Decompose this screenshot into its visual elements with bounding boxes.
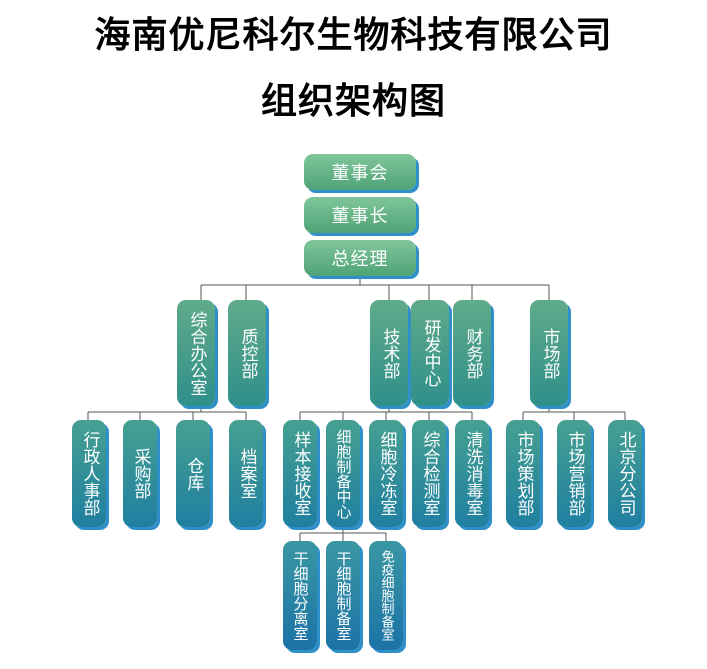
company-title: 海南优尼科尔生物科技有限公司 bbox=[94, 15, 613, 56]
node-beijing-branch: 北京分公司 bbox=[608, 420, 642, 527]
node-cell-cryo-room: 细胞冷冻室 bbox=[369, 420, 403, 527]
node-purchasing: 采购部 bbox=[123, 420, 157, 527]
node-chairman: 董事长 bbox=[304, 197, 416, 233]
node-sample-reception: 样本接收室 bbox=[283, 420, 317, 527]
node-market-sales: 市场营销部 bbox=[557, 420, 591, 527]
node-quality-control: 质控部 bbox=[228, 300, 266, 406]
node-rnd-center: 研发中心 bbox=[411, 300, 449, 406]
node-tech-dept: 技术部 bbox=[370, 300, 408, 406]
node-general-manager: 总经理 bbox=[304, 240, 416, 276]
node-hr-dept: 行政人事部 bbox=[72, 420, 106, 527]
node-immune-cell-preparation: 免疫细胞制备室 bbox=[369, 541, 403, 650]
node-market-planning: 市场策划部 bbox=[506, 420, 540, 527]
node-admin-office: 综合办公室 bbox=[177, 300, 215, 406]
node-cell-prep-center: 细胞制备中心 bbox=[326, 420, 360, 527]
node-wash-disinfect-room: 清洗消毒室 bbox=[455, 420, 489, 527]
node-testing-room: 综合检测室 bbox=[412, 420, 446, 527]
node-market-dept: 市场部 bbox=[530, 300, 568, 406]
node-stem-cell-separation: 干细胞分离室 bbox=[283, 541, 317, 650]
node-board: 董事会 bbox=[304, 154, 416, 190]
chart-title: 组织架构图 bbox=[260, 81, 446, 122]
node-archive-room: 档案室 bbox=[229, 420, 263, 527]
node-finance-dept: 财务部 bbox=[453, 300, 491, 406]
node-stem-cell-preparation: 干细胞制备室 bbox=[326, 541, 360, 650]
node-warehouse: 仓库 bbox=[176, 420, 210, 527]
